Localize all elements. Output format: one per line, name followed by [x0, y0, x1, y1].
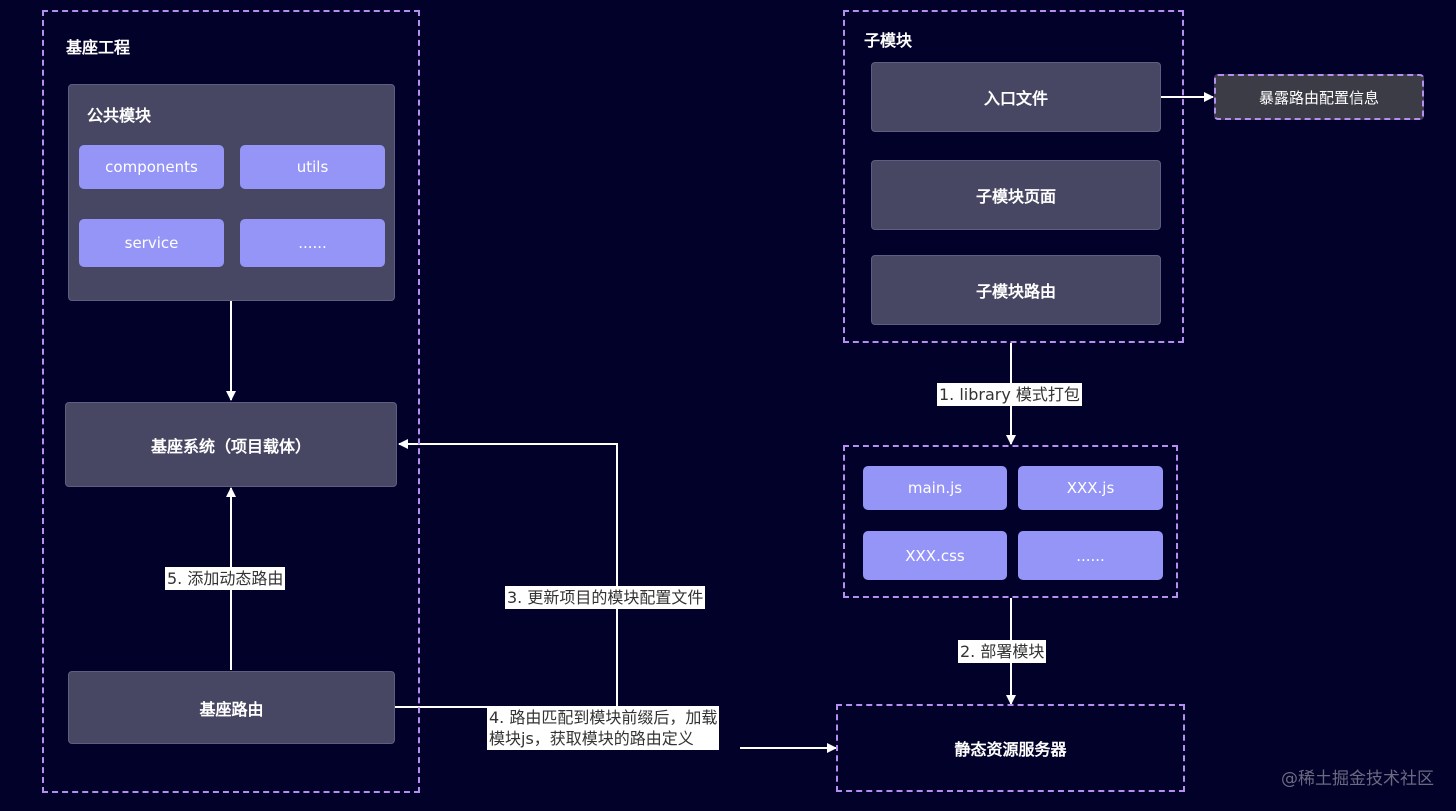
- sub-module-group: [843, 10, 1184, 343]
- step2-label: 2. 部署模块: [958, 640, 1047, 663]
- base-router-node[interactable]: 基座路由: [68, 671, 395, 744]
- chip-service[interactable]: service: [79, 219, 224, 267]
- chip-more-output[interactable]: ......: [1018, 531, 1163, 580]
- step3-label: 3. 更新项目的模块配置文件: [505, 586, 706, 609]
- static-server-label[interactable]: 静态资源服务器: [954, 740, 1067, 759]
- base-project-group: [42, 10, 420, 793]
- step4-line1: 4. 路由匹配到模块前缀后，加载: [489, 708, 718, 727]
- chip-utils[interactable]: utils: [240, 145, 385, 189]
- step4-label: 4. 路由匹配到模块前缀后，加载 模块js，获取模块的路由定义: [487, 706, 720, 750]
- static-server-group: [836, 704, 1185, 792]
- arrow-step3: [398, 439, 618, 707]
- base-project-title: 基座工程: [66, 38, 131, 57]
- watermark: @稀土掘金技术社区: [1281, 769, 1434, 789]
- chip-xxx-css[interactable]: XXX.css: [863, 531, 1007, 580]
- chip-xxx-js[interactable]: XXX.js: [1018, 466, 1163, 510]
- build-output-group: [843, 445, 1178, 598]
- step4-line2: 模块js，获取模块的路由定义: [489, 729, 694, 748]
- base-system-node[interactable]: 基座系统（项目载体）: [65, 402, 397, 487]
- sub-module-title: 子模块: [864, 31, 913, 50]
- exposed-route-config-node[interactable]: 暴露路由配置信息: [1214, 74, 1424, 120]
- chip-main-js[interactable]: main.js: [863, 466, 1007, 510]
- entry-file-node[interactable]: 入口文件: [871, 62, 1161, 132]
- common-module-title: 公共模块: [87, 106, 152, 125]
- chip-more[interactable]: ......: [240, 219, 385, 267]
- step5-label: 5. 添加动态路由: [165, 567, 286, 590]
- step1-label: 1. library 模式打包: [937, 383, 1082, 406]
- sub-module-router-node[interactable]: 子模块路由: [871, 255, 1161, 325]
- sub-module-page-node[interactable]: 子模块页面: [871, 160, 1161, 230]
- chip-components[interactable]: components: [79, 145, 224, 189]
